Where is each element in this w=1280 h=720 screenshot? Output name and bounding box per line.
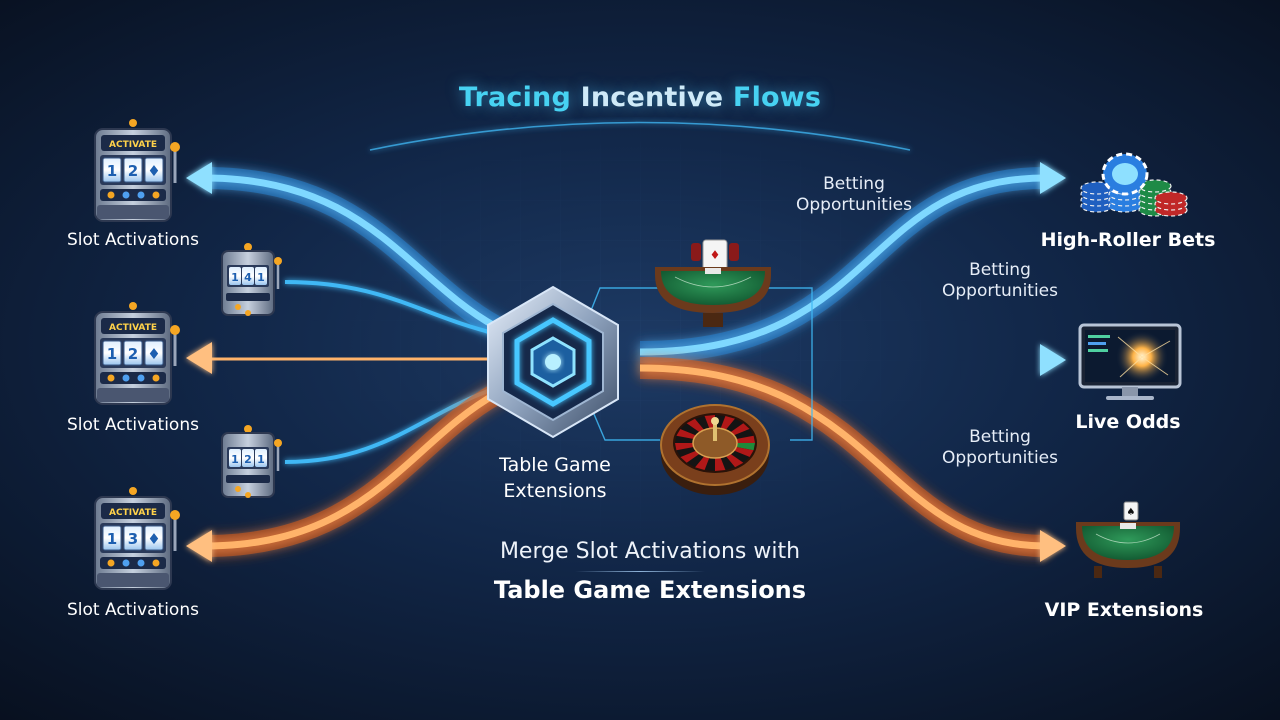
slot-reel-symbol: 1 — [107, 162, 117, 180]
poker-chips-icon — [1080, 152, 1188, 217]
blackjack-table-icon: ♦ — [655, 239, 771, 327]
left-node-label-2: Slot Activations — [67, 415, 199, 435]
slot-reel-symbol: 1 — [257, 271, 265, 284]
hub-label-line2: Extensions — [503, 480, 607, 502]
arrow-head-left-top — [186, 162, 212, 194]
connector-line-top — [587, 287, 813, 441]
slot-reel-symbol: 3 — [128, 530, 138, 548]
betting-label-3-line2: Opportunities — [942, 448, 1058, 468]
right-node-label-high-roller: High-Roller Bets — [1040, 229, 1216, 251]
slot-reel-symbol: 2 — [128, 345, 138, 363]
hexagon-core-icon — [487, 285, 619, 439]
subtitle-line2: Table Game Extensions — [493, 576, 807, 604]
title-word-3: Flows — [732, 82, 822, 113]
slot-screen-text: ACTIVATE — [109, 140, 157, 150]
slot-reel-symbol: 1 — [257, 453, 265, 466]
betting-label-3-line1: Betting — [969, 427, 1031, 447]
title-word-2: Incentive — [580, 82, 724, 113]
right-node-label-vip: VIP Extensions — [1044, 599, 1204, 621]
slot-reel-symbol: 2 — [128, 162, 138, 180]
subtitle-line1: Merge Slot Activations with — [499, 539, 801, 564]
arrow-head-left-mid — [186, 342, 212, 374]
slot-reel-symbol: 1 — [107, 345, 117, 363]
slot-reel-symbol: 1 — [107, 530, 117, 548]
slot-reel-symbol: ♦ — [147, 162, 160, 180]
hub-label-line1: Table Game — [499, 454, 611, 476]
svg-text:♦: ♦ — [710, 248, 721, 262]
arrow-head-right-mid — [1040, 344, 1066, 376]
hub-label: Table Game Extensions — [470, 452, 640, 504]
slot-reel-symbol: 1 — [231, 453, 239, 466]
arrow-head-right-top — [1040, 162, 1066, 194]
flow-blue-right-top — [639, 167, 1046, 363]
betting-label-1: Betting Opportunities — [769, 174, 939, 216]
arrow-head-right-bottom — [1040, 530, 1066, 562]
title-word-1: Tracing — [458, 82, 572, 113]
slot-reel-symbol: 1 — [231, 271, 239, 284]
betting-label-2-line1: Betting — [969, 260, 1031, 280]
subtitle-divider — [575, 571, 705, 572]
left-node-label-3: Slot Activations — [67, 600, 199, 620]
card-table-icon: ♠ — [1076, 501, 1180, 578]
slot-screen-text: ACTIVATE — [109, 508, 157, 518]
roulette-wheel-icon — [660, 404, 770, 495]
left-node-label-1: Slot Activations — [67, 230, 199, 250]
right-node-label-live-odds: Live Odds — [1075, 411, 1181, 433]
slot-screen-text: ACTIVATE — [109, 323, 157, 333]
betting-label-1-line2: Opportunities — [796, 195, 912, 215]
slot-reel-symbol: 4 — [244, 271, 252, 284]
betting-label-3: Betting Opportunities — [915, 427, 1085, 469]
slot-reel-symbol: 2 — [244, 453, 252, 466]
slot-reel-symbol: ♦ — [147, 530, 160, 548]
arrow-head-left-bottom — [186, 530, 212, 562]
betting-label-2-line2: Opportunities — [942, 281, 1058, 301]
betting-label-1-line1: Betting — [823, 174, 885, 194]
slot-reel-symbol: ♦ — [147, 345, 160, 363]
monitor-icon — [1078, 323, 1182, 400]
betting-label-2: Betting Opportunities — [915, 260, 1085, 302]
page-title: Tracing Incentive Flows — [340, 82, 940, 113]
svg-text:♠: ♠ — [1127, 507, 1136, 518]
flow-orange-right-bottom — [639, 357, 1046, 557]
